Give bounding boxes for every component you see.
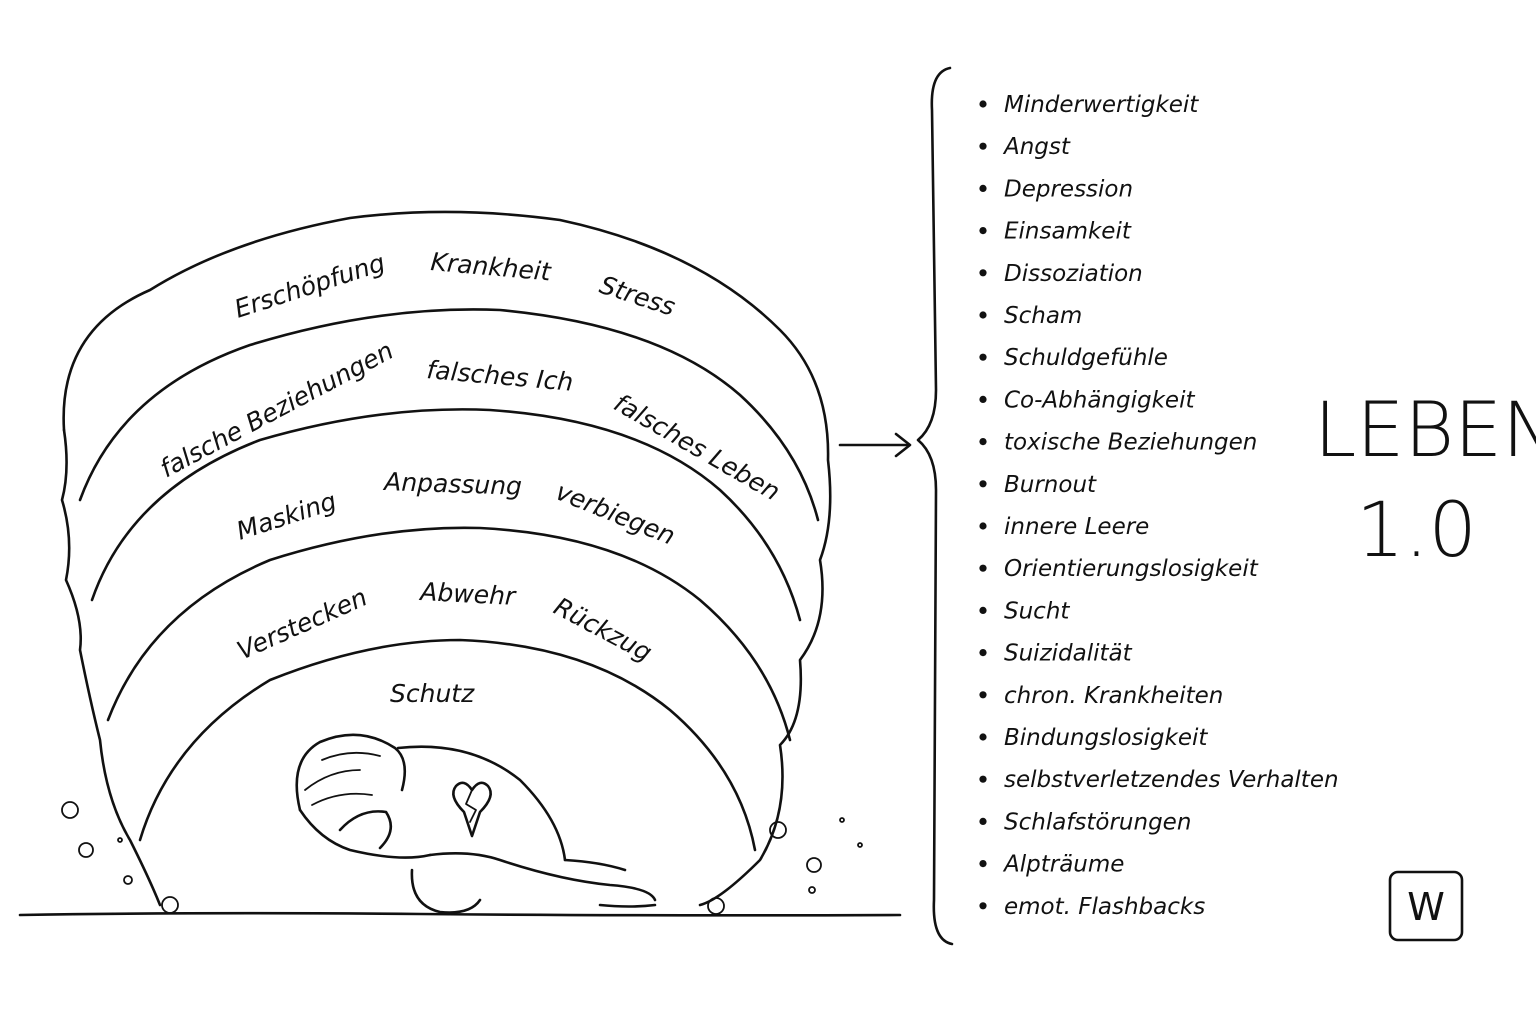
layer-2-word-1: falsche Beziehungen — [155, 336, 398, 483]
bullet-icon — [979, 860, 987, 868]
pebble-icon — [707, 897, 725, 915]
layer-3-word-2: Anpassung — [382, 467, 523, 501]
effect-item: Minderwertigkeit — [1004, 92, 1199, 118]
effect-item: selbstverletzendes Verhalten — [1004, 767, 1339, 793]
layer-1-word-3: Stress — [596, 270, 679, 321]
pebble-icon — [769, 821, 787, 839]
arch-layer-1 — [62, 210, 832, 907]
effect-item: Einsamkeit — [1004, 219, 1132, 245]
arch-layer-5 — [138, 638, 757, 852]
bullet-icon — [979, 564, 987, 572]
pebble-icon — [806, 857, 822, 873]
bullet-icon — [979, 902, 987, 910]
effect-item: innere Leere — [1004, 514, 1149, 540]
title-line-2: 1.0 — [1356, 485, 1477, 574]
effect-item: toxische Beziehungen — [1004, 430, 1257, 456]
bullet-icon — [979, 522, 987, 530]
bullet-icon — [979, 775, 987, 783]
bullet-icon — [979, 311, 987, 319]
arch-words: Erschöpfung Krankheit Stress falsche Bez… — [155, 247, 785, 708]
effects-list: MinderwertigkeitAngstDepressionEinsamkei… — [979, 92, 1339, 920]
arch-layers — [60, 210, 832, 907]
title-line-1: LEBEN — [1314, 385, 1536, 474]
effect-item: Schuldgefühle — [1004, 345, 1168, 371]
layer-1-word-2: Krankheit — [429, 247, 553, 286]
bullet-icon — [979, 142, 987, 150]
logo-frame — [1388, 870, 1464, 942]
layer-4-word-2: Abwehr — [418, 577, 518, 611]
effect-item: Suizidalität — [1004, 641, 1133, 667]
pebble-icon — [61, 801, 79, 819]
effect-item: Angst — [1002, 134, 1071, 160]
arch-layer-3 — [90, 408, 802, 622]
effect-item: Alpträume — [1002, 852, 1124, 878]
pebble-icon — [808, 886, 816, 894]
logo-letter: W — [1407, 885, 1445, 929]
effect-item: Schlafstörungen — [1004, 809, 1191, 835]
bullet-icon — [979, 395, 987, 403]
bullet-icon — [979, 353, 987, 361]
bullet-icon — [979, 606, 987, 615]
ground — [18, 801, 902, 917]
crouching-person-icon — [295, 733, 657, 914]
arrow-right-icon — [838, 432, 912, 458]
bullet-icon — [979, 480, 987, 488]
bullet-icon — [979, 649, 987, 657]
layer-2-word-3: falsches Leben — [609, 388, 785, 506]
pebble-icon — [117, 837, 123, 843]
effect-item: Orientierungslosigkeit — [1004, 556, 1259, 582]
logo: W — [1388, 870, 1464, 942]
layer-2-word-2: falsches Ich — [425, 355, 574, 397]
broken-heart-icon — [452, 781, 492, 838]
bullet-icon — [979, 438, 987, 446]
ground-line — [18, 911, 902, 917]
effect-item: Burnout — [1004, 472, 1097, 498]
bullet-icon — [979, 227, 987, 235]
effect-item: chron. Krankheiten — [1004, 683, 1223, 709]
layer-3-word-1: Masking — [233, 486, 340, 545]
pebble-icon — [839, 817, 845, 823]
bullet-icon — [979, 733, 987, 741]
pebble-icon — [161, 896, 179, 914]
bullet-icon — [979, 184, 987, 192]
effect-item: Depression — [1004, 176, 1133, 202]
pebble-icon — [78, 842, 94, 858]
layer-1-word-1: Erschöpfung — [231, 248, 389, 324]
pebble-icon — [123, 875, 133, 885]
bullet-icon — [979, 269, 987, 277]
effect-item: Bindungslosigkeit — [1004, 725, 1208, 751]
bullet-icon — [979, 691, 987, 699]
bullet-icon — [979, 100, 987, 108]
layer-5-word-1: Schutz — [390, 679, 475, 708]
arch-layer-1-left-edge — [60, 428, 162, 907]
effect-item: Co-Abhängigkeit — [1004, 387, 1195, 413]
pebble-icon — [857, 842, 863, 848]
effect-item: emot. Flashbacks — [1004, 894, 1205, 920]
arch-layer-2 — [78, 308, 820, 522]
curly-brace-icon — [916, 66, 954, 946]
effect-item: Sucht — [1004, 598, 1070, 624]
effect-item: Dissoziation — [1004, 261, 1143, 287]
effect-item: Scham — [1004, 303, 1082, 329]
bullet-icon — [979, 817, 987, 826]
arch-layer-4 — [106, 526, 792, 742]
